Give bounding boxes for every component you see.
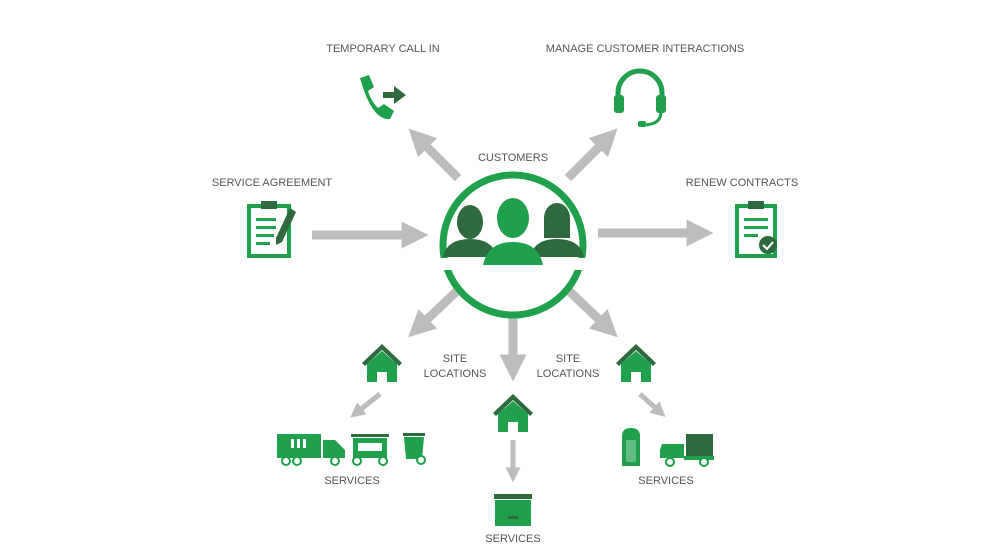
arrow-to-site-right <box>564 286 618 338</box>
clipboard-check-icon <box>735 201 777 258</box>
clipboard-pen-icon <box>247 201 296 258</box>
person-center <box>497 198 529 238</box>
house-icon-center <box>493 394 533 432</box>
customers-icon[interactable] <box>439 171 590 319</box>
arrow-to-services-right <box>638 392 666 418</box>
label-site-left-2: LOCATIONS <box>424 368 487 380</box>
phone-icon <box>360 75 406 120</box>
label-service-agreement: SERVICE AGREEMENT <box>212 177 332 189</box>
dumpster-icon <box>351 434 389 466</box>
label-site-right-1: SITE <box>556 353 580 365</box>
person-left <box>457 205 483 239</box>
label-services-center: SERVICES <box>485 533 540 545</box>
house-icon-left <box>362 344 402 382</box>
arrow-to-site-left <box>408 286 462 338</box>
arrow-to-temporary-call-in <box>408 128 462 182</box>
house-icon-right <box>616 344 656 382</box>
label-manage-customer-interactions: MANAGE CUSTOMER INTERACTIONS <box>546 43 744 55</box>
person-right <box>544 203 570 238</box>
label-services-left: SERVICES <box>324 475 379 487</box>
arrow-to-manage-interactions <box>564 128 618 182</box>
label-site-left-1: SITE <box>443 353 467 365</box>
label-services-right: SERVICES <box>638 475 693 487</box>
delivery-truck-icon <box>660 434 714 467</box>
trash-bin-icon <box>403 433 426 465</box>
storage-container-icon <box>494 494 532 526</box>
label-renew-contracts: RENEW CONTRACTS <box>686 177 798 189</box>
headset-icon <box>614 68 666 127</box>
garbage-truck-icon <box>277 434 345 466</box>
label-site-right-2: LOCATIONS <box>537 368 600 380</box>
label-customers: CUSTOMERS <box>478 152 548 164</box>
label-temporary-call-in: TEMPORARY CALL IN <box>326 43 440 55</box>
portable-toilet-icon <box>622 428 640 466</box>
arrow-to-services-left <box>350 392 382 418</box>
